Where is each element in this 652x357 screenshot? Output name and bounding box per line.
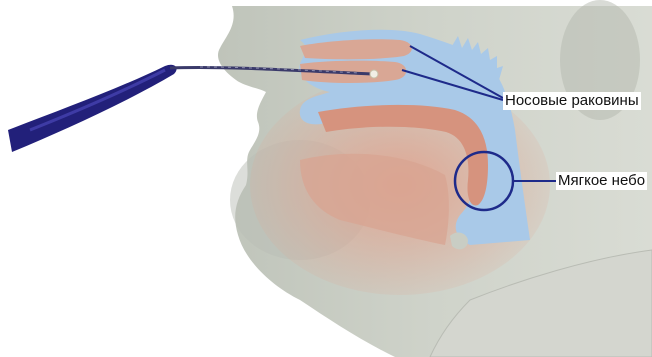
catheter-tip: [370, 70, 378, 78]
label-soft-palate: Мягкое небо: [556, 172, 647, 190]
label-nasal-conchae: Носовые раковины: [503, 92, 641, 110]
